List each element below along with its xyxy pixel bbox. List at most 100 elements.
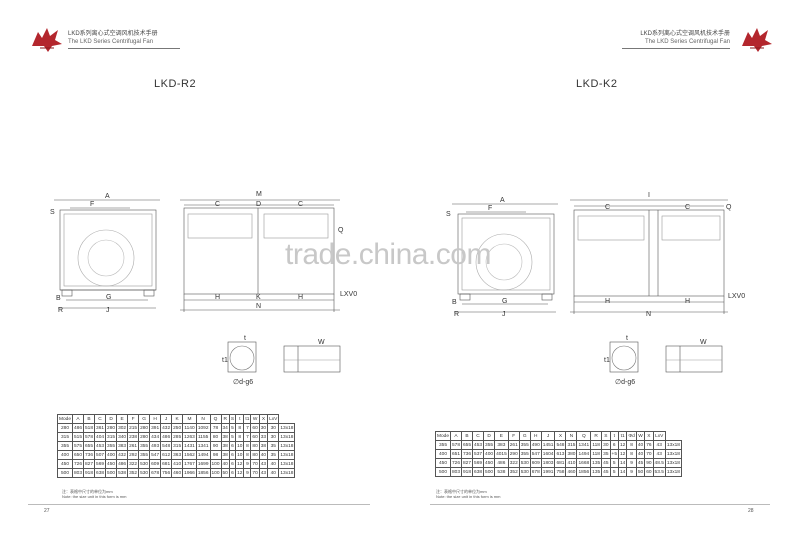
table-cell: 355 (138, 441, 151, 451)
table-cell: 13x18 (664, 458, 682, 468)
table-cell: +5 (609, 449, 620, 459)
table-cell: 609 (529, 458, 542, 468)
table-cell: 7 (243, 432, 252, 442)
table-cell: 655 (83, 441, 96, 451)
table-header-cell: D (483, 431, 496, 441)
table-cell: 1494 (576, 449, 592, 459)
table-cell: 756 (160, 468, 173, 478)
table-cell: 7 (243, 423, 252, 433)
dim-g: G (502, 298, 507, 305)
table-header-cell: C (94, 414, 107, 424)
table-cell: 1668 (576, 458, 592, 468)
table-header-cell: H (149, 414, 162, 424)
table-cell: 280 (105, 423, 118, 433)
table-cell: 500 (483, 467, 496, 477)
spec-table-right: Mode A B C D E F G H J X N Q R S t t1 Φd… (435, 431, 682, 477)
table-cell: 30 (258, 423, 269, 433)
table-header-cell: Mode (57, 414, 73, 424)
table-cell: 8 (243, 450, 252, 460)
table-header-cell: D (105, 414, 118, 424)
table-cell: 315 (105, 432, 118, 442)
dim-m: M (256, 191, 262, 198)
table-cell: 45 (601, 467, 611, 477)
table-cell: 450 (435, 458, 451, 468)
table-cell: 518 (83, 423, 96, 433)
unit-note: 注：表格中尺寸的单位为mm Note: the size unit in thi… (436, 489, 500, 499)
table-header-cell: N (565, 431, 578, 441)
dim-n: N (646, 311, 651, 318)
unit-note: 注：表格中尺寸的单位为mm Note: the size unit in thi… (62, 489, 126, 499)
table-cell: 400 (57, 450, 73, 460)
dim-s: S (50, 209, 55, 216)
table-cell: 432 (160, 423, 173, 433)
table-cell: 13x18 (664, 440, 682, 450)
unit-note-en: Note: the size unit in this form is mm (436, 494, 501, 499)
dim-h: H (605, 298, 610, 305)
table-cell: 612 (160, 450, 173, 460)
table-cell: 500 (57, 468, 73, 478)
table-cell: 726 (449, 458, 463, 468)
dim-shaft: ∅d-g6 (233, 379, 253, 386)
dragon-logo-icon (742, 28, 772, 52)
table-cell: 40 (267, 468, 280, 478)
table-cell: 60 (250, 423, 260, 433)
table-cell: 13x18 (278, 468, 296, 478)
table-cell: 5 (609, 458, 620, 468)
table-cell: 80 (250, 441, 260, 451)
table-header-cell: F (127, 414, 140, 424)
dimension-labels-k2: A F S C C I Q G J H H N R B LXV0 W t t1 … (446, 192, 745, 386)
table-cell: 410 (565, 458, 578, 468)
table-header-cell: LxV (267, 414, 280, 424)
dim-f: F (488, 205, 492, 212)
table-header-cell: t1 (243, 414, 252, 424)
table-cell: 50 (220, 468, 230, 478)
table-cell: 118 (590, 449, 603, 459)
table-header-cell: J (160, 414, 173, 424)
dim-f: F (90, 201, 94, 208)
dim-h: H (215, 294, 220, 301)
table-cell: 12 (235, 459, 245, 469)
dim-c: C (605, 204, 610, 211)
table-cell: 363 (171, 450, 184, 460)
table-cell: 547 (529, 449, 542, 459)
table-cell: 76 (644, 440, 654, 450)
table-cell: 1856 (576, 467, 592, 477)
table-cell: 918 (461, 467, 474, 477)
table-header-cell: E (116, 414, 129, 424)
table-cell: 8 (243, 441, 252, 451)
table-cell: 460 (565, 467, 578, 477)
table-header-cell: N (195, 414, 211, 424)
table-cell: 280 (138, 423, 151, 433)
table-cell: 40 (267, 459, 280, 469)
table-cell: 486 (160, 432, 173, 442)
table-cell: 1263 (182, 432, 197, 442)
table-cell: 726 (71, 459, 85, 469)
table-cell: 14 (617, 467, 628, 477)
table-cell: 432 (116, 450, 129, 460)
table-cell: 460 (171, 468, 184, 478)
dim-c: C (215, 201, 220, 208)
table-cell: 355 (57, 441, 73, 451)
model-title: LKD-R2 (154, 78, 197, 90)
table-cell: 578 (449, 440, 463, 450)
table-cell: 486 (71, 423, 85, 433)
header-cn: LKD系列离心式空调风机技术手册 (68, 31, 158, 37)
table-cell: 1494 (195, 450, 211, 460)
table-cell: 1562 (182, 450, 197, 460)
table-cell: 100 (209, 459, 222, 469)
table-cell: 4015 (494, 449, 509, 459)
table-header-cell: B (83, 414, 96, 424)
table-cell: 1155 (195, 432, 211, 442)
spec-table-left: Mode A B C D E F G H J K M N Q R S t t1 … (57, 414, 296, 478)
table-cell: 1966 (182, 468, 197, 478)
table-header-cell: W (250, 414, 260, 424)
table-cell: 530 (518, 467, 531, 477)
table-header-cell: t1 (617, 431, 628, 441)
dim-h2: H (685, 298, 690, 305)
table-header-cell: F (507, 431, 520, 441)
dim-r: R (454, 311, 459, 318)
dim-c2: C (685, 204, 690, 211)
table-header-cell: A (71, 414, 85, 424)
table-cell: 9 (243, 459, 252, 469)
